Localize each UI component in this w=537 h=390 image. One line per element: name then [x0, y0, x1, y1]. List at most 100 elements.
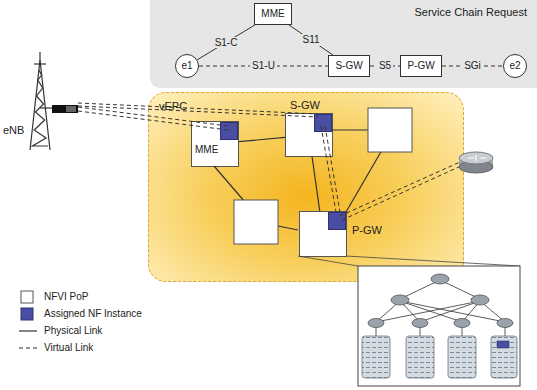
legend-line — [19, 330, 37, 331]
illustration-part — [325, 126, 340, 212]
illustration-part — [376, 280, 505, 336]
illustration-part — [234, 200, 278, 244]
legend-text: Physical Link — [44, 325, 102, 337]
illustration-part — [471, 295, 489, 305]
nfvi-pop: MME — [191, 121, 239, 167]
label-holder: eNB — [3, 124, 24, 137]
illustration-part — [342, 166, 461, 220]
enb-tower — [30, 52, 52, 150]
illustration-part — [78, 111, 228, 130]
node-label: e2 — [509, 60, 520, 72]
illustration-part — [214, 166, 245, 202]
illustration-part — [362, 336, 390, 378]
illustration-part — [346, 150, 382, 212]
link-line — [197, 25, 255, 60]
illustration-part — [368, 274, 513, 328]
link-line — [289, 25, 333, 55]
illustration-part — [321, 126, 336, 212]
node-label: vEPC — [159, 100, 187, 113]
illustration-part — [420, 301, 480, 322]
request-band: e1 MME S-GW P-GW e2 Service Chain Request — [150, 0, 537, 88]
legend-row: Assigned NF Instance — [18, 305, 142, 322]
legend-text: Assigned NF Instance — [44, 308, 142, 320]
illustration-part — [362, 336, 517, 378]
link-line — [312, 157, 320, 211]
illustration-part — [358, 266, 520, 386]
illustration-part — [459, 152, 493, 164]
illustration-part — [30, 60, 40, 150]
illustration-part — [78, 103, 318, 114]
vepc-region: MME S-GW P-GW vEPC — [148, 92, 464, 282]
legend-row: Virtual Link — [18, 339, 142, 356]
text-holder: S-GW — [290, 99, 320, 112]
link-line — [239, 137, 285, 141]
illustration-part — [278, 226, 298, 230]
illustration-part — [368, 319, 384, 328]
text-holder: e1 — [176, 55, 198, 77]
illustration-part — [497, 319, 513, 328]
illustration-part — [340, 162, 460, 216]
node-label: P-GW — [352, 224, 382, 237]
text-holder: P-GW — [401, 56, 441, 76]
interface-label-holder: SGi — [462, 60, 483, 72]
node-label: e1 — [181, 60, 192, 72]
illustration-part — [346, 256, 520, 266]
interface-label-holder: S1-U — [250, 60, 277, 72]
function-box: MME — [254, 3, 292, 25]
function-box: S-GW — [328, 55, 370, 77]
legend-shape — [21, 291, 33, 303]
interface-label: SGi — [462, 60, 483, 72]
legend-swatch — [18, 341, 38, 355]
illustration-part — [52, 105, 78, 113]
text-holder: vEPC — [159, 100, 187, 113]
interface-label: S1-C — [213, 37, 240, 49]
nfvi-pop: S-GW — [285, 113, 333, 157]
interface-label-holder: S11 — [300, 34, 321, 46]
node-label: P-GW — [407, 60, 434, 72]
legend-swatch — [18, 307, 38, 321]
node-label: Service Chain Request — [414, 6, 527, 19]
illustration-part — [66, 106, 76, 112]
text-holder: S-GW — [329, 56, 369, 76]
legend-swatch — [18, 290, 38, 304]
illustration-part — [391, 295, 409, 305]
illustration-part — [332, 129, 368, 130]
legend-color — [21, 308, 33, 320]
virtual-links — [78, 103, 461, 220]
node-label: S-GW — [335, 60, 362, 72]
illustration-part — [497, 341, 509, 348]
text-holder: e2 — [504, 55, 526, 77]
enb-antenna — [52, 105, 78, 113]
datacenter-inset — [358, 266, 520, 386]
illustration-part — [34, 63, 46, 64]
legend-text: NFVI PoP — [44, 291, 88, 303]
illustration-part — [78, 106, 318, 117]
endpoint-circle: e2 — [503, 54, 527, 78]
illustration-part — [406, 336, 434, 378]
text-holder: MME — [195, 144, 218, 156]
router-symbol — [459, 152, 493, 173]
interface-label-holder: S5 — [377, 60, 393, 72]
zoom-leader — [298, 256, 520, 266]
illustration-part — [368, 108, 412, 152]
node-label: MME — [261, 8, 284, 20]
text-holder: Service Chain Request — [414, 6, 527, 19]
interface-label: S5 — [377, 60, 393, 72]
illustration-part — [448, 336, 476, 378]
interface-label: S11 — [300, 34, 321, 46]
interface-label: S1-U — [250, 60, 277, 72]
legend-row: NFVI PoP — [18, 288, 142, 305]
nfvi-pop: P-GW — [299, 211, 347, 257]
illustration-part — [491, 336, 517, 378]
illustration-part — [412, 319, 428, 328]
illustration-part — [40, 60, 50, 150]
legend-swatch — [18, 324, 38, 338]
illustration-part — [468, 155, 486, 161]
legend-line — [19, 347, 37, 348]
node-label: MME — [195, 144, 218, 156]
nfvi-pop — [234, 108, 412, 244]
endpoint-circle: e1 — [175, 54, 199, 78]
illustration-part — [431, 274, 449, 284]
illustration-part — [40, 107, 52, 108]
legend-text: Virtual Link — [44, 342, 93, 354]
